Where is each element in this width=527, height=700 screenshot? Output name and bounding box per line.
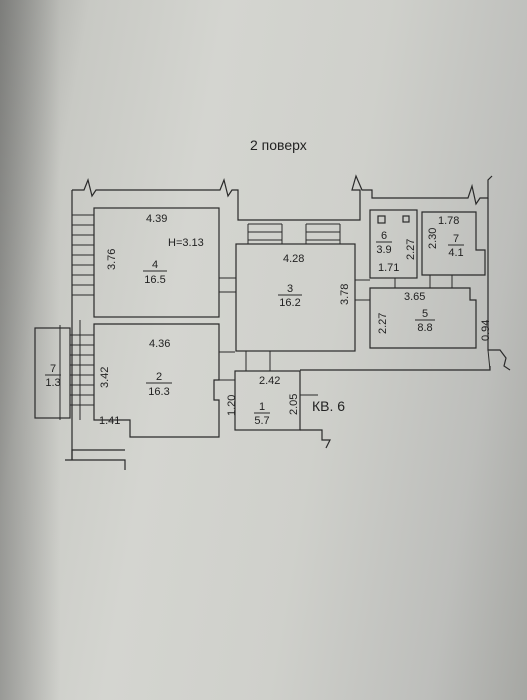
- room-1-outline: [234, 370, 301, 431]
- room-2-outline: [93, 323, 220, 438]
- dim-6-right: 2.27: [405, 239, 417, 260]
- dim-4-top: 4.39: [146, 213, 167, 225]
- dim-4-left: 3.76: [106, 249, 118, 270]
- dim-2-top: 4.36: [149, 338, 170, 350]
- room-label-7-annex: 7 1.3: [45, 363, 61, 389]
- svg-text:16.2: 16.2: [279, 297, 300, 309]
- svg-text:4: 4: [152, 259, 158, 271]
- svg-text:7: 7: [453, 233, 459, 245]
- svg-text:2: 2: [156, 371, 162, 383]
- room-label-6: 6 3.9: [376, 230, 392, 256]
- height-note: H=3.13: [168, 237, 204, 249]
- room-6-outline: [369, 209, 418, 279]
- svg-text:16.3: 16.3: [148, 386, 169, 398]
- apartment-label: КВ. 6: [312, 398, 346, 414]
- svg-text:3.9: 3.9: [376, 244, 391, 256]
- dim-1-right: 2.05: [288, 394, 300, 415]
- floor-title: 2 поверх: [250, 137, 307, 153]
- room-7-outline: [421, 211, 486, 276]
- dim-1-top: 2.42: [259, 375, 280, 387]
- svg-text:1.3: 1.3: [45, 377, 60, 389]
- stair-top-b: [305, 223, 341, 244]
- outer-wall-top: [72, 174, 493, 221]
- room-4-outline: [93, 207, 220, 318]
- room-5-wall-join: [487, 349, 491, 371]
- room-5-outline: [369, 287, 477, 349]
- room-label-2: 2 16.3: [146, 371, 172, 398]
- dim-2-left: 3.42: [99, 367, 111, 388]
- svg-text:6: 6: [381, 230, 387, 242]
- dim-5-right: 0.94: [480, 320, 492, 341]
- svg-text:7: 7: [50, 363, 56, 375]
- dim-3-top: 4.28: [283, 253, 304, 265]
- room-label-7: 7 4.1: [448, 233, 464, 259]
- svg-text:16.5: 16.5: [144, 274, 165, 286]
- stair-left-upper: [72, 214, 94, 296]
- room-label-3: 3 16.2: [278, 283, 302, 309]
- dim-3-right: 3.78: [339, 284, 351, 305]
- room-3-outline: [235, 243, 356, 352]
- dim-6-bottom: 1.71: [378, 262, 399, 274]
- room-label-4: 4 16.5: [143, 259, 167, 286]
- dim-2-bottom: 1.41: [99, 415, 120, 427]
- room-label-5: 5 8.8: [415, 308, 435, 334]
- dim-1-left: 1.20: [226, 395, 238, 416]
- fixture-right-icon: [402, 215, 410, 223]
- stair-top-a: [247, 223, 283, 244]
- outer-wall-bottom: [71, 366, 491, 460]
- svg-text:8.8: 8.8: [417, 322, 432, 334]
- fixture-left-icon: [377, 215, 386, 224]
- annex-outline: [34, 327, 71, 419]
- svg-text:4.1: 4.1: [448, 247, 463, 259]
- svg-text:3: 3: [287, 283, 293, 295]
- outer-wall: [65, 190, 126, 470]
- paper-shadow: [0, 0, 60, 700]
- svg-text:5: 5: [422, 308, 428, 320]
- dim-7-left: 2.30: [427, 228, 439, 249]
- outer-wall-right: [487, 198, 511, 371]
- wall-ticks: [219, 275, 453, 396]
- room-label-1: 1 5.7: [254, 401, 270, 427]
- dim-7-top: 1.78: [438, 215, 459, 227]
- dim-5-top: 3.65: [404, 291, 425, 303]
- stair-left-lower: [59, 320, 94, 420]
- svg-text:1: 1: [259, 401, 265, 413]
- svg-text:5.7: 5.7: [254, 415, 269, 427]
- dim-5-left: 2.27: [377, 313, 389, 334]
